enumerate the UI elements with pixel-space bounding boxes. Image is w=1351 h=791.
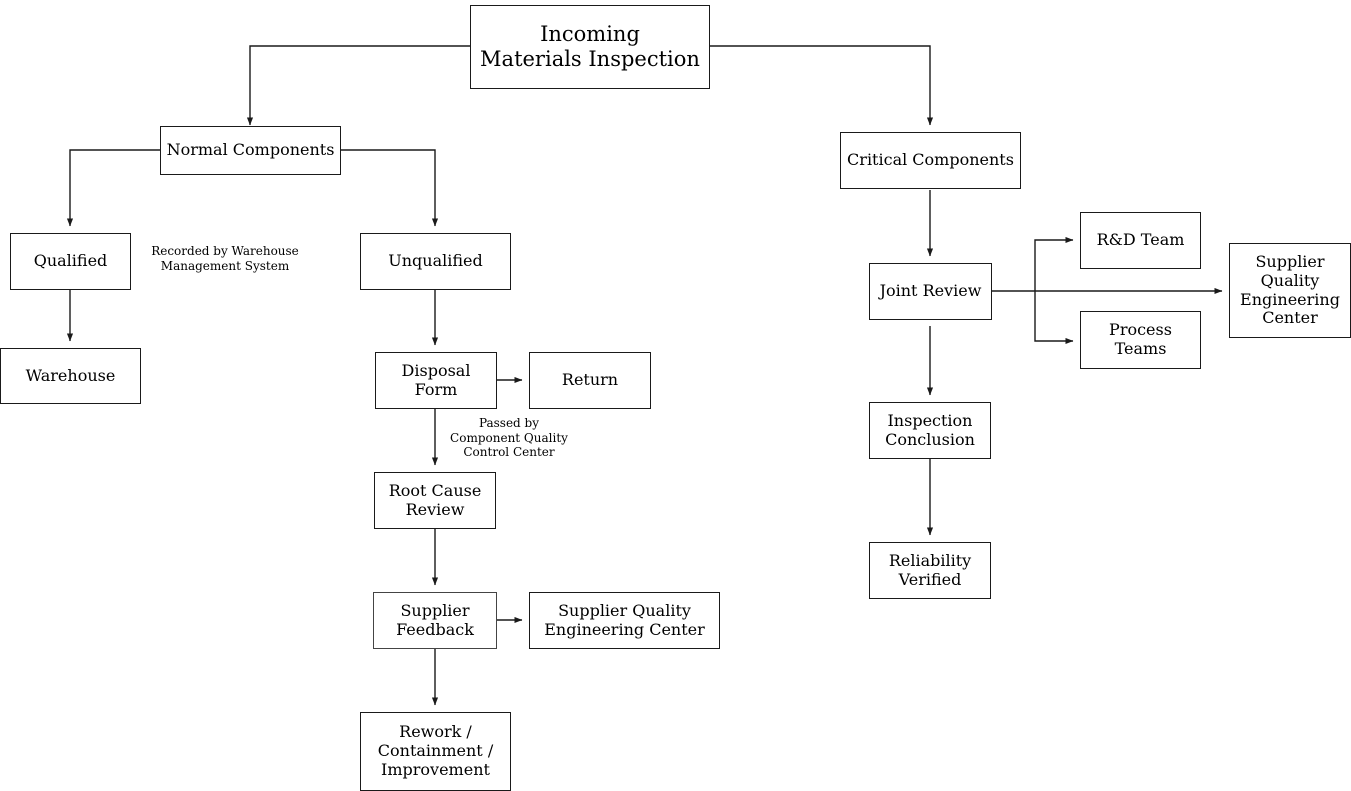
- node-rd-team[interactable]: R&D Team: [1080, 212, 1201, 269]
- edge-joint-review-to-rd-team: [1034, 236, 1074, 291]
- node-supplier-quality-engineering-center-right[interactable]: Supplier Quality Engineering Center: [1229, 243, 1351, 338]
- node-inspection-conclusion[interactable]: Inspection Conclusion: [869, 402, 991, 459]
- node-root-cause-review[interactable]: Root Cause Review: [374, 472, 496, 529]
- edge-normal-to-qualified: [66, 149, 160, 227]
- node-disposal-form[interactable]: Disposal Form: [375, 352, 497, 409]
- node-joint-review[interactable]: Joint Review: [869, 263, 992, 320]
- node-return[interactable]: Return: [529, 352, 651, 409]
- node-incoming-materials-inspection[interactable]: Incoming Materials Inspection: [470, 5, 710, 89]
- edge-label-passed-by-component-quality-control-center: Passed by Component Quality Control Cent…: [450, 416, 568, 460]
- node-supplier-feedback[interactable]: Supplier Feedback: [373, 592, 497, 649]
- edge-root-to-critical-components: [710, 45, 934, 126]
- node-critical-components[interactable]: Critical Components: [840, 132, 1021, 189]
- node-reliability-verified[interactable]: Reliability Verified: [869, 542, 991, 599]
- node-qualified[interactable]: Qualified: [10, 233, 131, 290]
- node-normal-components[interactable]: Normal Components: [160, 126, 341, 175]
- edge-normal-to-unqualified: [341, 149, 439, 227]
- edge-root-to-normal-components: [246, 45, 470, 126]
- node-rework-containment-improvement[interactable]: Rework / Containment / Improvement: [360, 712, 511, 791]
- node-supplier-quality-engineering-center[interactable]: Supplier Quality Engineering Center: [529, 592, 720, 649]
- node-unqualified[interactable]: Unqualified: [360, 233, 511, 290]
- edge-label-recorded-by-warehouse-management-system: Recorded by Warehouse Management System: [151, 244, 299, 273]
- edge-joint-review-to-process-teams: [1034, 291, 1074, 345]
- node-process-teams[interactable]: Process Teams: [1080, 311, 1201, 369]
- node-warehouse[interactable]: Warehouse: [0, 348, 141, 404]
